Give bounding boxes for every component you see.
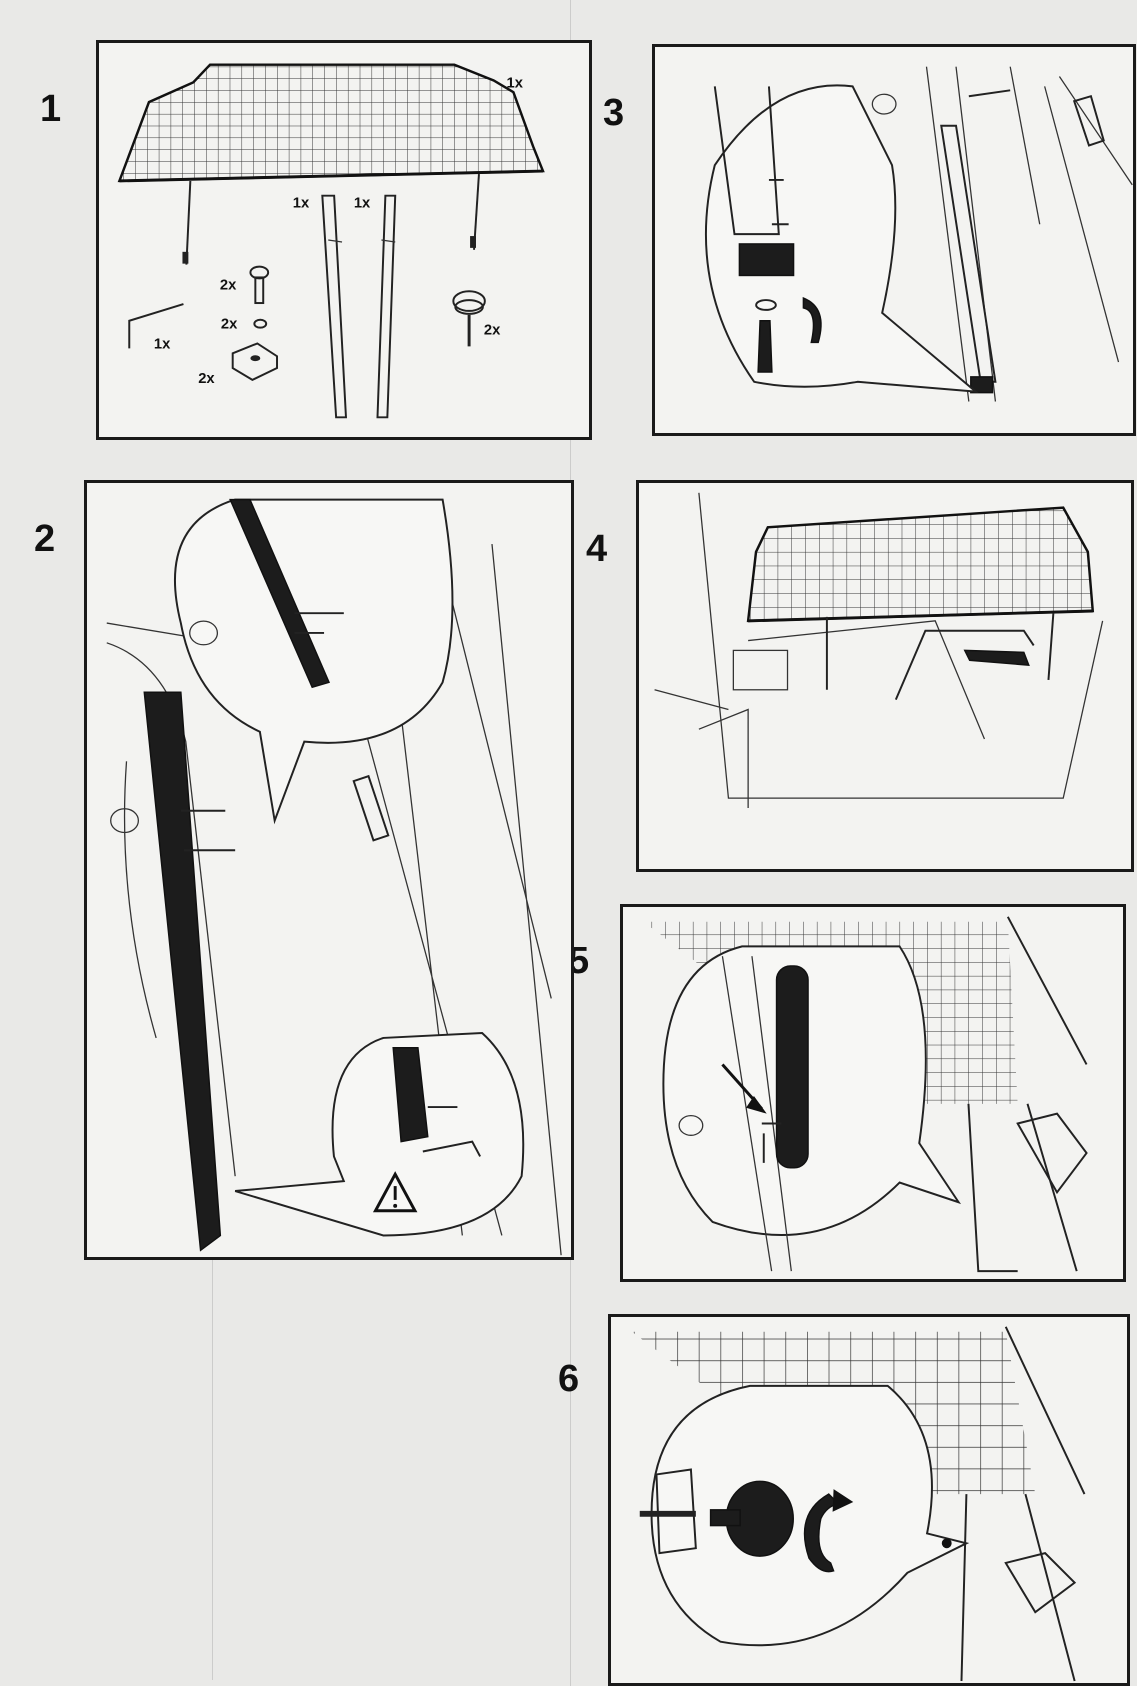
rod-pin-main [180, 809, 236, 852]
seatbelt-clip [1004, 1552, 1077, 1614]
clip-icon [871, 93, 897, 115]
step-number-2: 2 [34, 518, 56, 560]
washer-detail [755, 299, 777, 311]
panel-step-4 [636, 480, 1134, 872]
detail-bubble [662, 945, 962, 1237]
car-pillar-lines [925, 66, 1133, 402]
panel-step-5 [620, 904, 1126, 1282]
net-arms [825, 612, 1055, 690]
rod-left-qty-label: 1x [293, 195, 310, 211]
cargo-net [117, 63, 545, 183]
rod-pins [768, 178, 789, 226]
allen-key-qty-label: 1x [154, 336, 171, 352]
step-number-4: 4 [586, 528, 608, 570]
net-qty-label: 1x [507, 75, 524, 91]
support-rod-left [321, 194, 348, 419]
car-pillar [967, 916, 1088, 1273]
seatbelt-buckle [352, 774, 390, 842]
bolt-icon [249, 265, 270, 305]
clip-icon [678, 1114, 704, 1136]
step-number-1: 1 [40, 88, 62, 130]
scan-artifact [212, 1180, 213, 1680]
clip-icon-main [110, 808, 140, 834]
panel-step-3 [652, 44, 1136, 436]
hook-slot [761, 1122, 782, 1163]
washer-icon [253, 318, 268, 329]
rod-fitting-diagram [643, 916, 1088, 1273]
allen-key-icon [128, 303, 184, 349]
bottom-detail-bubble [234, 1031, 525, 1237]
bolt-detail [757, 320, 773, 373]
nut-block-icon [231, 342, 279, 381]
arm-hook-right [470, 236, 476, 248]
net-installed-diagram [654, 492, 1104, 808]
bolt-assembly-diagram [704, 66, 1133, 402]
seatbelt-clip [1016, 1112, 1088, 1195]
clip-icon [189, 620, 219, 646]
bolt-qty-label: 2x [220, 277, 237, 293]
net-arm-left [185, 180, 192, 265]
panel-step-6 [608, 1314, 1130, 1686]
rod-clamp [963, 649, 1030, 667]
parts-diagram: 1x 1x 1x 2x 2x 2x 1x [117, 63, 545, 419]
rod-hook-detail [294, 612, 344, 634]
rod-right-qty-label: 1x [354, 195, 371, 211]
support-rod-right [376, 194, 397, 419]
knob-qty-label: 2x [484, 323, 501, 339]
rotate-arrow-icon [802, 297, 822, 344]
rod-detail [713, 86, 780, 236]
rod-foot-detail [392, 1047, 429, 1143]
seatbelt-anchor [1072, 95, 1105, 147]
warning-triangle-icon [372, 1171, 418, 1213]
pillar-edge [721, 956, 792, 1272]
panel-step-2 [84, 480, 574, 1260]
bracket-detail [655, 1468, 697, 1555]
step-number-3: 3 [603, 92, 625, 134]
washer-qty-label: 2x [221, 317, 238, 333]
trunk-outline [654, 492, 1104, 808]
rod-installed [940, 124, 997, 383]
knob-neck [709, 1509, 741, 1527]
support-rod-main [143, 691, 222, 1252]
car-pillar [960, 1326, 1086, 1682]
trunk-panel [732, 649, 789, 691]
rod-top-hook [968, 89, 1011, 98]
seat-rod [894, 629, 1035, 701]
knob-small [941, 1538, 952, 1549]
nut-block-qty-label: 2x [198, 371, 215, 387]
arm-hook-left [182, 251, 189, 264]
cargo-net-installed [746, 506, 1095, 623]
net-bar [748, 609, 1093, 623]
rotate-arrow-icon [803, 1493, 841, 1573]
knob-tightening-diagram [631, 1326, 1086, 1682]
foot-pin-detail [422, 1106, 481, 1157]
pointer-arrow-head [746, 1095, 767, 1114]
step-number-6: 6 [558, 1358, 580, 1400]
rod-detail-top [229, 498, 331, 689]
knob-icon [452, 290, 486, 347]
rotate-arrow-head [832, 1489, 854, 1512]
rod-black [775, 965, 809, 1169]
rod-foot [970, 376, 994, 394]
nut-block-black [738, 243, 795, 277]
panel-step-1: 1x 1x 1x 2x 2x 2x 1x [96, 40, 592, 440]
rod-insertion-diagram [106, 498, 562, 1256]
